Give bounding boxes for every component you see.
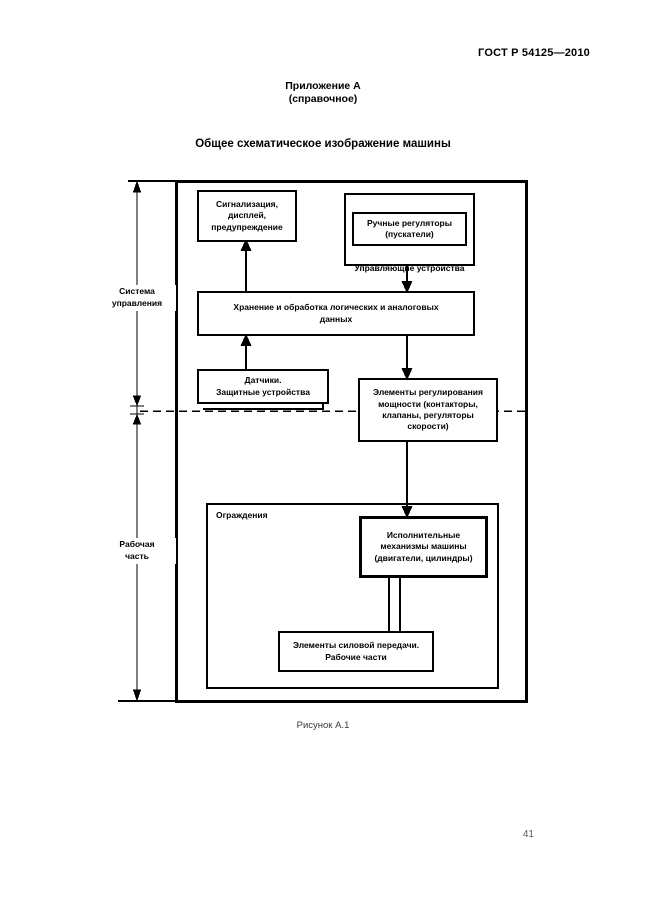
appendix-name: Приложение А (285, 80, 361, 92)
box-manual-controls: Ручные регуляторы (пускатели) (352, 212, 467, 247)
guards-label: Ограждения (216, 510, 268, 520)
machine-outer-box (175, 180, 528, 703)
box-data-processing: Хранение и обработка логических и аналог… (197, 291, 475, 336)
box-sensors: Датчики. Защитные устройства (197, 369, 329, 404)
page-number: 41 (522, 829, 534, 840)
control-devices-label: Управляющие устройства (354, 262, 465, 273)
box-guards: Ограждения (206, 503, 499, 689)
figure-caption: Рисунок А.1 (296, 720, 350, 731)
box-control-devices: Ручные регуляторы (пускатели) Управляющи… (344, 193, 475, 273)
box-transmission: Элементы силовой передачи. Рабочие части (278, 631, 434, 672)
figure-title: Общее схематическое изображение машины (195, 138, 451, 150)
appendix-type: (справочное) (288, 93, 358, 105)
standard-number: ГОСТ Р 54125—2010 (478, 47, 590, 59)
label-control-system: Система управления (98, 285, 176, 311)
box-power-regulation: Элементы регулирования мощности (контакт… (358, 378, 498, 442)
box-signaling: Сигнализация, дисплей, предупреждение (197, 190, 297, 242)
flow-arrows (203, 238, 413, 633)
label-working-part: Рабочая часть (98, 538, 176, 564)
box-actuators: Исполнительные механизмы машины (двигате… (359, 516, 488, 578)
dimension-lines (118, 180, 177, 702)
